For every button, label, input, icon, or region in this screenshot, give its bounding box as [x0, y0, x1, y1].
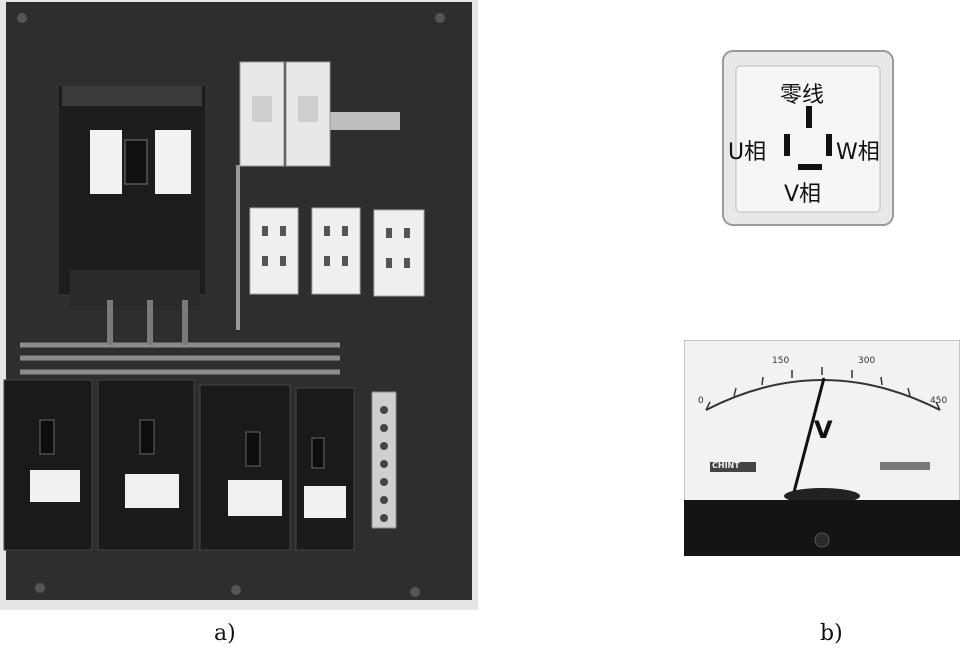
terminal-strip [371, 391, 397, 529]
panel-socket-1 [249, 207, 299, 295]
feeder-wires [107, 300, 188, 345]
panel-socket-2 [311, 207, 361, 295]
caption-a: a) [214, 621, 236, 646]
busbar-wires [20, 342, 340, 375]
meter-brand: CHINT [712, 461, 740, 470]
screw-icon [17, 13, 27, 23]
meter-needle [792, 377, 826, 493]
neutral-slot [806, 106, 812, 128]
three-phase-socket: 零线 U相 W相 V相 [722, 50, 894, 226]
screw-icon [435, 13, 445, 23]
mcb-right-toggle [298, 96, 318, 122]
screw-icon [231, 585, 241, 595]
branch-breaker-3 [199, 384, 291, 551]
main-breaker-terminals [62, 86, 202, 106]
din-rail [328, 112, 400, 130]
voltmeter: 0 150 300 450 V CHINT [684, 340, 960, 556]
screw-icon [410, 587, 420, 597]
meter-unit-letter: V [814, 416, 833, 444]
zero-adjust-screw-icon [814, 532, 830, 548]
w-phase-slot [826, 134, 832, 156]
meter-scale-label-450: 450 [930, 396, 948, 406]
meter-scale-label-300: 300 [858, 356, 876, 366]
caption-b: b) [820, 621, 843, 646]
branch-breaker-2 [97, 379, 195, 551]
socket-faceplate-shape [722, 50, 894, 226]
socket-label-u-phase: U相 [728, 140, 767, 165]
voltmeter-illustration [684, 340, 960, 556]
meter-base [684, 500, 960, 556]
meter-scale-label-150: 150 [772, 356, 790, 366]
socket-label-neutral: 零线 [780, 83, 825, 108]
main-breaker-bottom [70, 270, 200, 310]
distribution-panel-illustration [0, 0, 478, 610]
meter-brand-plate [710, 462, 756, 472]
branch-breaker-4 [295, 387, 355, 551]
meter-spec-plate [880, 462, 930, 470]
u-phase-slot [784, 134, 790, 156]
panel-socket-3 [373, 209, 425, 297]
distribution-panel-photo [0, 0, 478, 610]
main-breaker-label-right [155, 130, 191, 194]
mcb-left-toggle [252, 96, 272, 122]
screw-icon [35, 583, 45, 593]
branch-breaker-1 [3, 379, 93, 551]
meter-scale-label-0: 0 [698, 396, 704, 406]
v-phase-slot [798, 164, 822, 170]
main-breaker-switch [124, 139, 148, 185]
socket-label-w-phase: W相 [836, 140, 880, 165]
main-breaker-label-left [90, 130, 122, 194]
socket-label-v-phase: V相 [784, 182, 822, 207]
meter-ticks [705, 367, 941, 411]
